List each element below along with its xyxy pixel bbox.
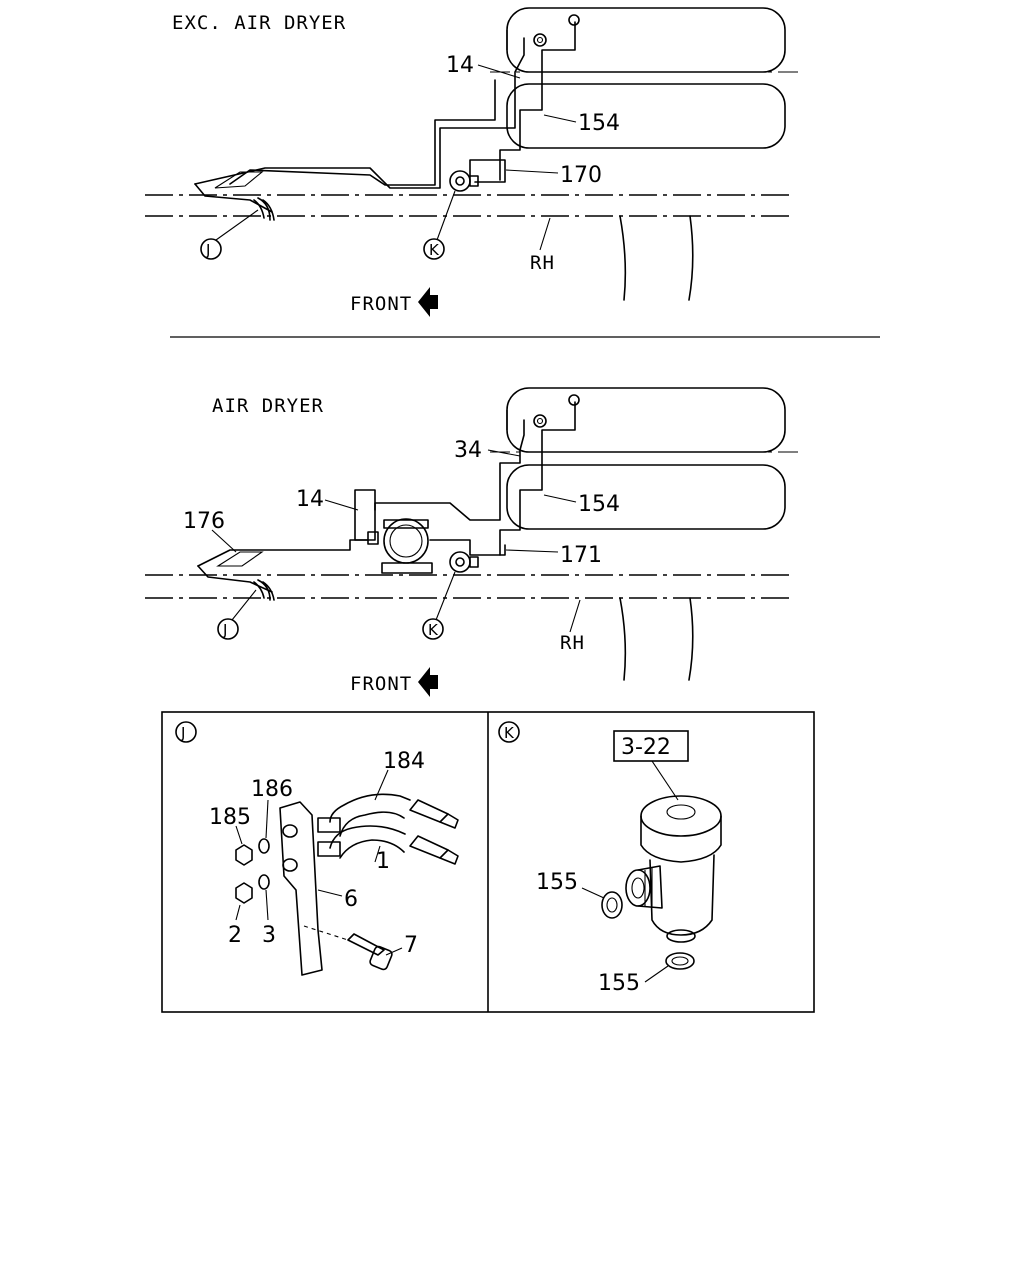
hose-ends-top bbox=[253, 197, 275, 221]
callout-14-bottom: 14 bbox=[296, 487, 324, 512]
callout-176: 176 bbox=[183, 509, 225, 534]
front-label-bottom: FRONT bbox=[350, 673, 412, 695]
side-label-top: RH bbox=[530, 252, 555, 274]
detail-j: J 184 186 185 1 6 bbox=[175, 721, 459, 976]
front-arrow-top bbox=[418, 287, 438, 317]
top-view-caption: EXC. AIR DRYER bbox=[172, 12, 346, 34]
ref-box-label: 3-22 bbox=[621, 735, 671, 760]
side-label-bottom: RH bbox=[560, 632, 585, 654]
callout-155-side: 155 bbox=[536, 870, 578, 895]
air-pipe-171 bbox=[429, 539, 506, 556]
air-pipe-176 bbox=[197, 539, 369, 567]
tank-fitting-upper bbox=[533, 33, 547, 47]
callout-170-top: 170 bbox=[560, 163, 602, 188]
nut-185 bbox=[235, 844, 253, 866]
hose-184 bbox=[329, 793, 411, 823]
front-label-top: FRONT bbox=[350, 293, 412, 315]
ref-box-3-22 bbox=[613, 730, 689, 762]
bottom-view-caption: AIR DRYER bbox=[212, 395, 324, 417]
crossmember-right bbox=[688, 215, 694, 301]
valve-cap bbox=[640, 815, 722, 863]
callout-6: 6 bbox=[344, 887, 358, 912]
callout-154-bottom: 154 bbox=[578, 492, 620, 517]
callout-185: 185 bbox=[209, 805, 251, 830]
lower-air-tank bbox=[506, 83, 786, 149]
detail-j-ref: J bbox=[180, 724, 185, 742]
air-pipe-154-b bbox=[499, 401, 576, 556]
ref-k-top: K bbox=[429, 241, 440, 259]
detail-j-circle bbox=[175, 721, 197, 743]
callout-3: 3 bbox=[262, 923, 276, 948]
valve-top bbox=[640, 795, 722, 837]
bracket-j-top bbox=[194, 183, 273, 213]
bracket-j-bottom bbox=[197, 565, 273, 593]
air-pipe-170 bbox=[469, 159, 506, 183]
callout-1: 1 bbox=[376, 849, 390, 874]
valve-body bbox=[649, 854, 715, 936]
lower-air-tank-b bbox=[506, 464, 786, 530]
callout-154-top: 154 bbox=[578, 111, 620, 136]
ref-circle-j-bottom bbox=[217, 618, 239, 640]
callout-186: 186 bbox=[251, 777, 293, 802]
bolt-7 bbox=[347, 933, 385, 956]
top-view: EXC. AIR DRYER 14 154 17 bbox=[145, 7, 800, 317]
washer-155-side bbox=[601, 891, 623, 919]
ref-circle-k-top bbox=[423, 238, 445, 260]
ref-j-bottom: J bbox=[222, 621, 227, 639]
callout-184: 184 bbox=[383, 749, 425, 774]
bracket-plate bbox=[279, 801, 323, 976]
callout-2: 2 bbox=[228, 923, 242, 948]
tank-drain-fitting bbox=[568, 14, 580, 26]
hose-1 bbox=[329, 825, 406, 849]
ref-circle-k-bottom bbox=[422, 618, 444, 640]
callout-7: 7 bbox=[404, 933, 418, 958]
air-pipe-14 bbox=[194, 37, 525, 189]
callout-171: 171 bbox=[560, 543, 602, 568]
front-arrow-bottom bbox=[418, 667, 438, 697]
washer-155-bottom bbox=[665, 952, 695, 970]
fitting-k-top bbox=[449, 170, 471, 192]
upper-air-tank bbox=[506, 7, 786, 73]
callout-14-top: 14 bbox=[446, 53, 474, 78]
ref-j-top: J bbox=[205, 241, 210, 259]
ref-k-bottom: K bbox=[428, 621, 439, 639]
bottom-view: AIR DRYER 34 154 14 bbox=[145, 387, 800, 697]
callout-155-bottom: 155 bbox=[598, 971, 640, 996]
callout-34: 34 bbox=[454, 438, 482, 463]
air-pipe-34 bbox=[374, 419, 525, 521]
air-pipe-154 bbox=[499, 71, 543, 181]
air-pipe-154-upper bbox=[541, 21, 576, 73]
detail-k: K 3-22 155 155 bbox=[498, 721, 722, 996]
air-dryer-body bbox=[383, 518, 429, 564]
detail-k-ref: K bbox=[504, 724, 515, 742]
upper-air-tank-b bbox=[506, 387, 786, 453]
ref-circle-j-top bbox=[200, 238, 222, 260]
crossmember-left bbox=[619, 215, 627, 301]
detail-k-circle bbox=[498, 721, 520, 743]
washer-186 bbox=[258, 838, 270, 854]
washer-3 bbox=[258, 874, 270, 890]
nut-2 bbox=[235, 882, 253, 904]
side-port bbox=[625, 869, 651, 907]
fitting-k-bottom bbox=[449, 551, 471, 573]
